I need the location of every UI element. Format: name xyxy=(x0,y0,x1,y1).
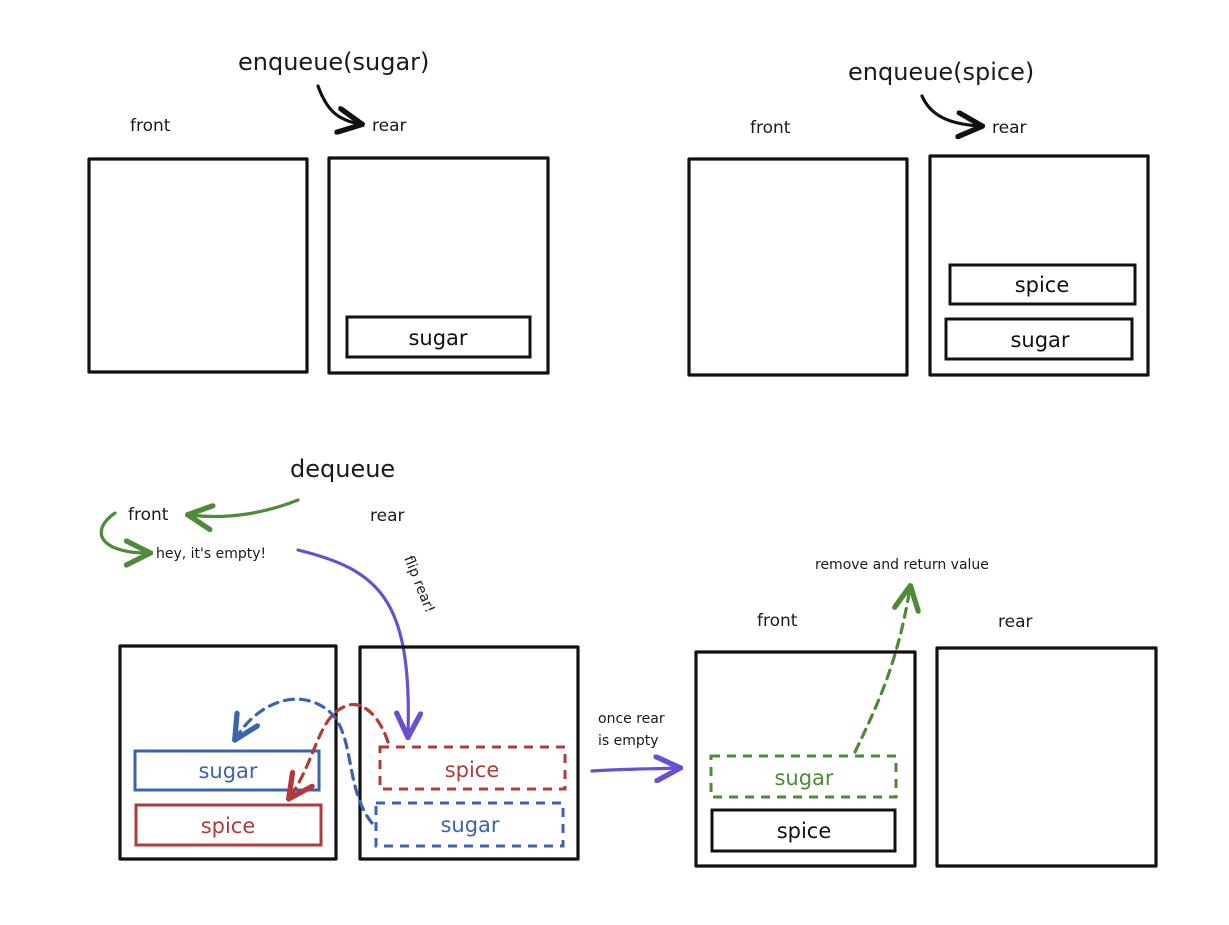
transition-note-line2: is empty xyxy=(598,733,659,749)
stack-item-label: spice xyxy=(445,758,500,782)
transition-arrow xyxy=(590,768,678,771)
rear-label: rear xyxy=(998,612,1032,632)
stack-item-spice xyxy=(134,803,323,847)
return-note: remove and return value xyxy=(815,557,989,573)
front-stack xyxy=(687,157,909,377)
rear-stack xyxy=(358,645,580,861)
flip-note: flip rear! xyxy=(400,554,437,616)
dequeue-arrow xyxy=(190,498,300,517)
move-spice-arrow xyxy=(290,703,390,798)
front-label: front xyxy=(130,116,171,136)
return-arrow xyxy=(853,588,910,754)
stack-item-label: sugar xyxy=(1010,328,1069,352)
operation-label: enqueue(spice) xyxy=(848,58,1034,86)
rear-stack xyxy=(327,156,550,375)
stack-item-sugar-moving xyxy=(374,801,565,848)
enqueue-arrow xyxy=(316,84,360,124)
stack-item-label: sugar xyxy=(440,813,499,837)
flip-rear-arrow xyxy=(296,548,408,735)
front-stack xyxy=(694,650,917,868)
transition-note-line1: once rear xyxy=(598,711,665,727)
stack-item-spice-moving xyxy=(378,745,567,791)
stack-item-sugar xyxy=(345,315,532,359)
rear-label: rear xyxy=(992,118,1026,138)
stack-item-sugar xyxy=(133,749,321,792)
stack-item-label: spice xyxy=(201,814,256,838)
rear-label: rear xyxy=(372,116,406,136)
panel-top-right: enqueue(spice) front rear spice sugar xyxy=(687,58,1150,377)
empty-check-arrow xyxy=(99,511,148,553)
panel-bottom-left: dequeue front rear hey, it's empty! flip… xyxy=(99,455,580,861)
stack-item-label: sugar xyxy=(408,326,467,350)
stack-item-spice xyxy=(948,263,1137,306)
stack-item-sugar xyxy=(944,317,1134,361)
front-stack xyxy=(87,157,309,374)
panel-top-left: enqueue(sugar) front rear sugar xyxy=(87,48,550,375)
stack-item-label: sugar xyxy=(198,759,257,783)
enqueue-arrow xyxy=(920,94,980,126)
rear-label: rear xyxy=(370,506,404,526)
front-stack xyxy=(118,644,338,861)
operation-label: dequeue xyxy=(290,455,395,483)
stack-item-label: spice xyxy=(1015,273,1070,297)
front-label: front xyxy=(128,505,169,525)
front-label: front xyxy=(757,611,798,631)
empty-note: hey, it's empty! xyxy=(156,546,266,562)
stack-item-label: sugar xyxy=(774,766,833,790)
operation-label: enqueue(sugar) xyxy=(238,48,429,76)
stack-item-spice xyxy=(710,808,897,853)
stack-item-label: spice xyxy=(777,819,832,843)
rear-stack xyxy=(935,646,1158,868)
front-label: front xyxy=(750,118,791,138)
panel-bottom-right: remove and return value front rear sugar… xyxy=(694,557,1158,868)
rear-stack xyxy=(928,154,1150,377)
move-sugar-arrow xyxy=(236,697,374,825)
transition: once rear is empty xyxy=(590,711,678,771)
